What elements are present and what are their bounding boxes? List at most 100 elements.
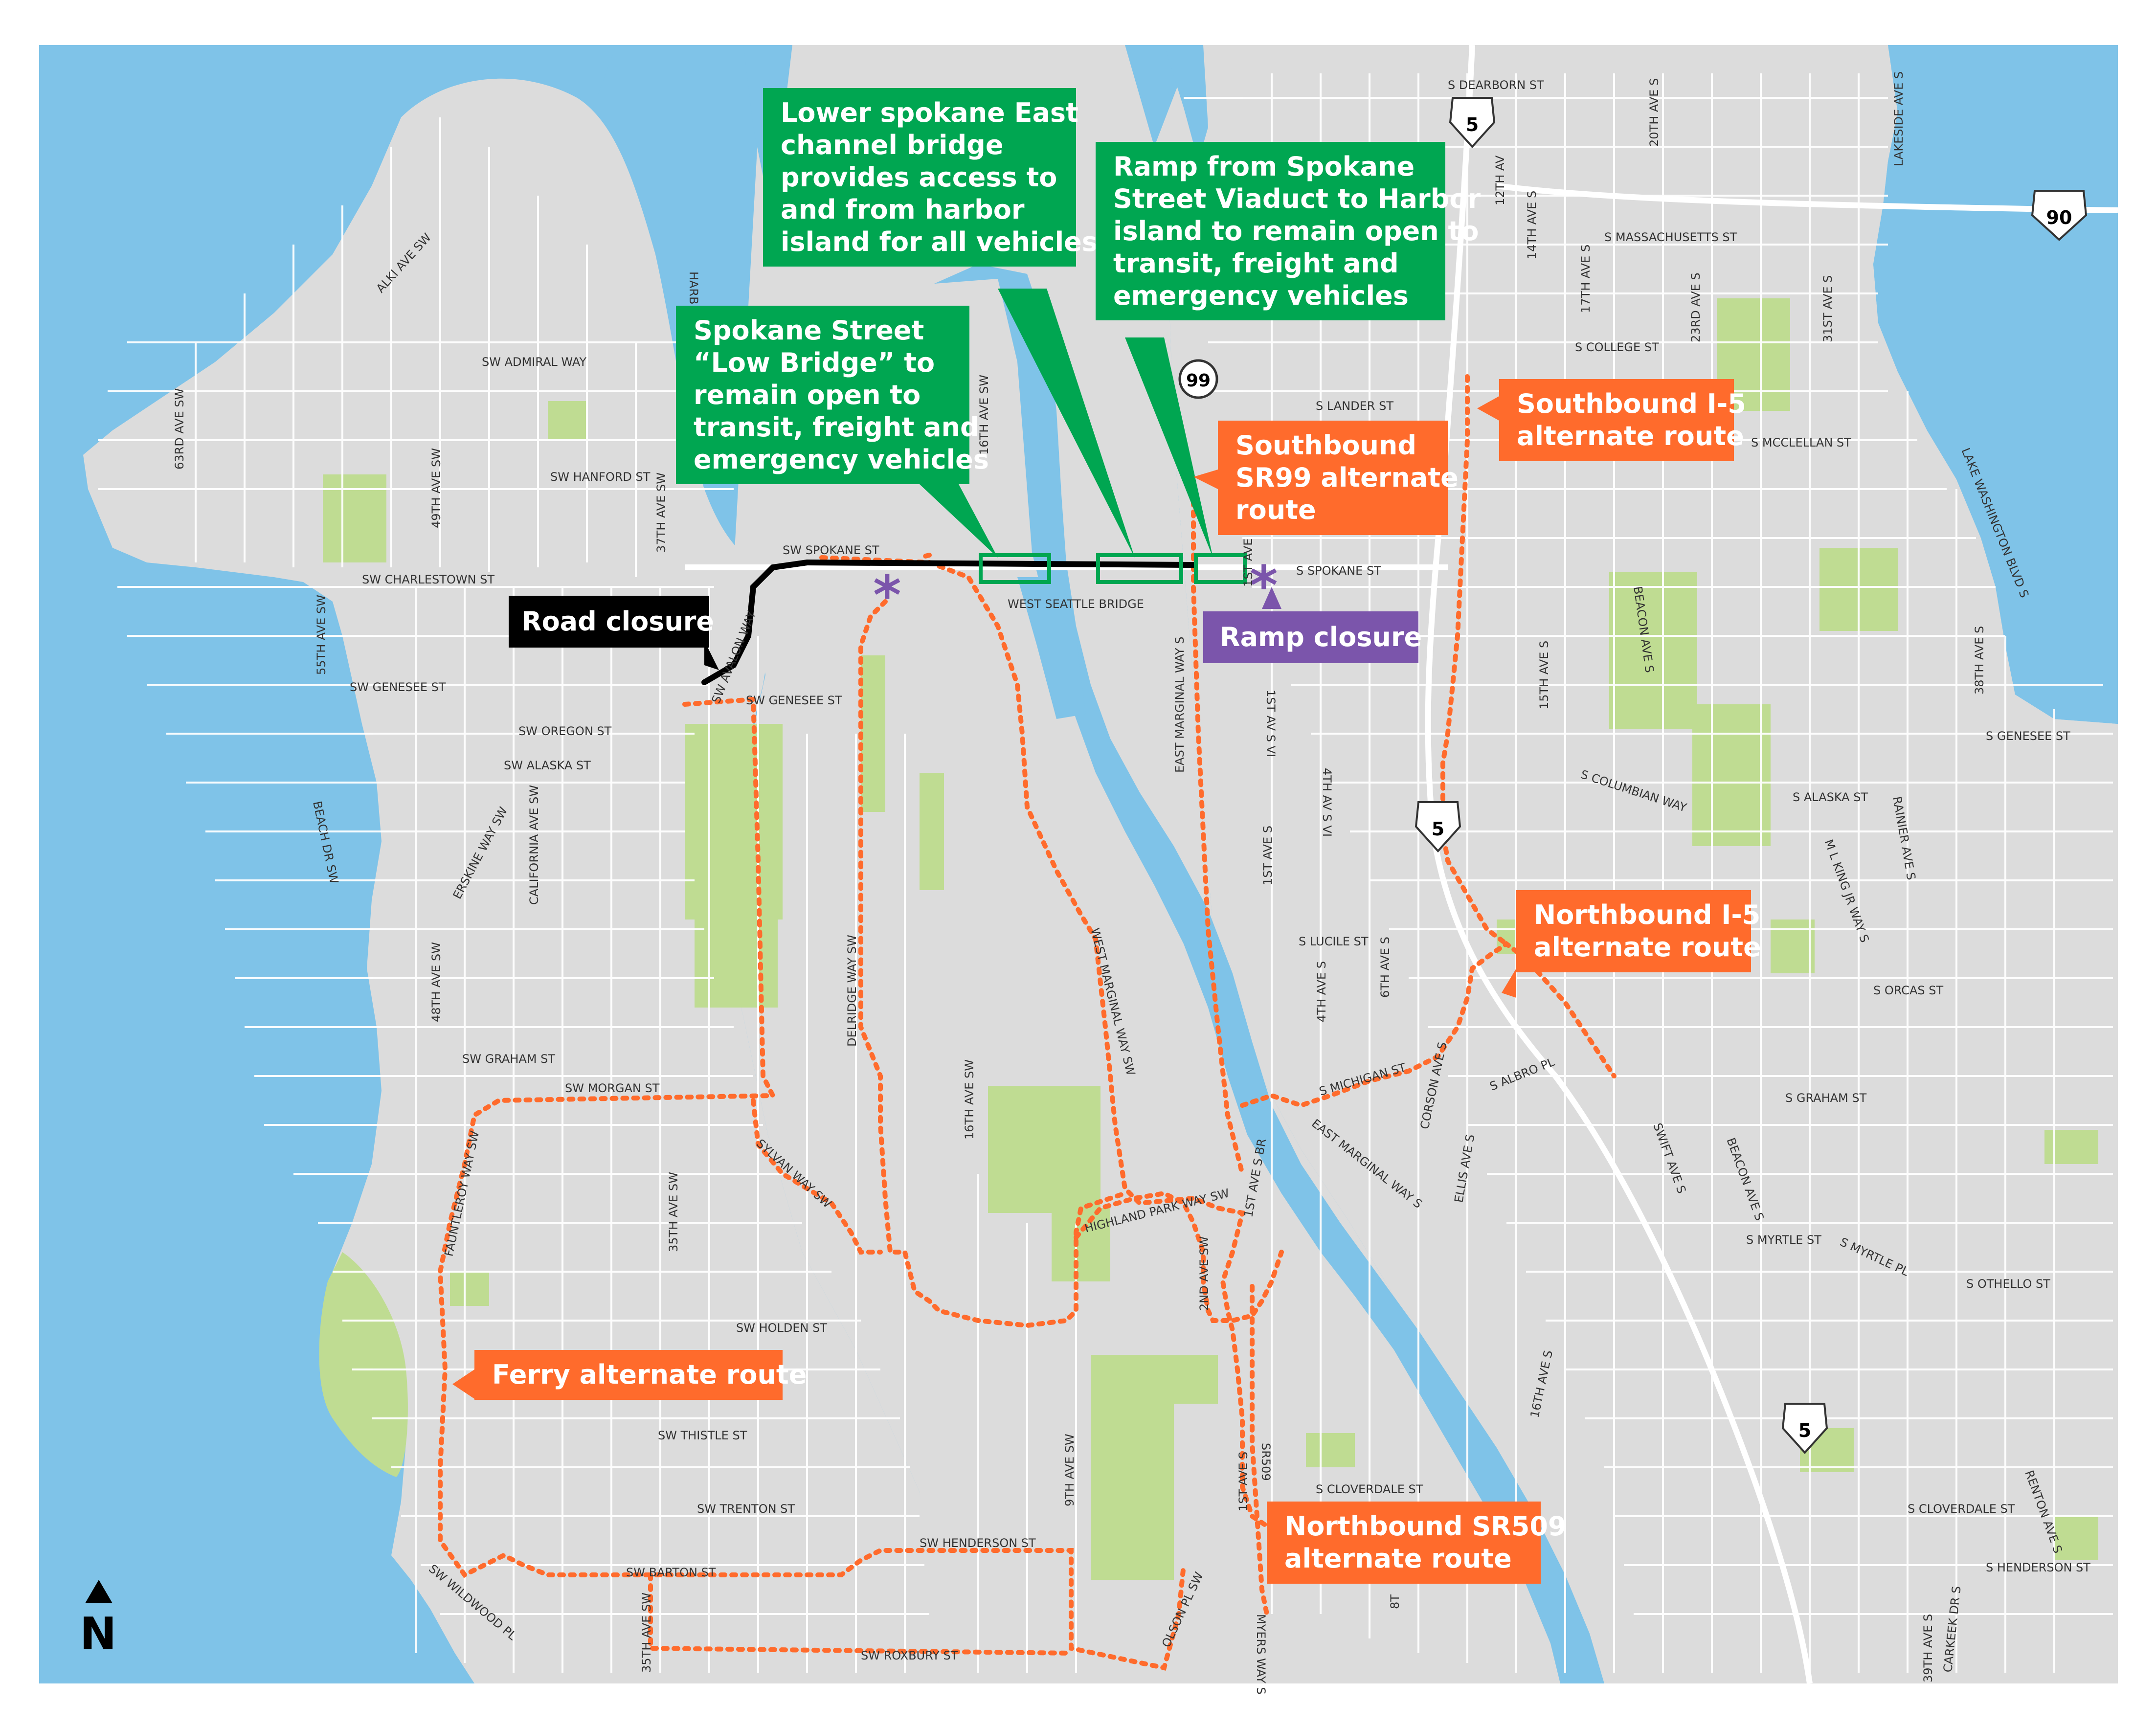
i5-shield-top-text: 5 [1466, 114, 1479, 135]
callout-line: alternate route [1534, 931, 1761, 963]
label-49th: 49TH AVE SW [429, 448, 443, 528]
callout-southbound-sr99: Southbound SR99 alternate route [1218, 421, 1459, 535]
sr99-shield: 99 [1178, 359, 1218, 399]
north-label: N [80, 1608, 117, 1660]
highway-shields: 5 5 5 90 99 [1178, 97, 2088, 1454]
label-48th: 48TH AVE SW [429, 942, 443, 1022]
nb-i5-pointer [1502, 968, 1516, 998]
i5-shield-mid: 5 [1415, 801, 1461, 852]
label-23rd: 23RD AVE S [1689, 272, 1703, 342]
label-college: S COLLEGE ST [1575, 340, 1659, 354]
callout-line: route [1235, 494, 1316, 525]
callout-pointers [452, 289, 1516, 1399]
callout-line: Ferry alternate route [492, 1359, 807, 1390]
label-west-seattle-bridge: WEST SEATTLE BRIDGE [1008, 597, 1144, 611]
label-12th: 12TH AV [1493, 155, 1507, 205]
label-35th-s: 35TH AVE SW [640, 1592, 653, 1673]
label-barton: SW BARTON ST [626, 1566, 716, 1579]
label-cloverdale-e: S CLOVERDALE ST [1908, 1502, 2015, 1516]
label-charlestown: SW CHARLESTOWN ST [362, 573, 494, 586]
label-1st-vi: 1ST AV S VI [1264, 690, 1278, 757]
label-sr509: SR509 [1259, 1443, 1273, 1481]
low-bridge-highlight [979, 553, 1051, 584]
label-oregon: SW OREGON ST [518, 724, 612, 738]
north-arrow-icon [85, 1580, 112, 1603]
label-roxbury: SW ROXBURY ST [861, 1649, 958, 1662]
label-harbor: HARB [687, 271, 700, 305]
callout-line: Spokane Street [694, 315, 924, 346]
label-37th: 37TH AVE SW [654, 472, 668, 553]
label-4th: 4TH AVE S [1315, 961, 1328, 1022]
sr99-pointer [1193, 470, 1218, 489]
label-graham-e: S GRAHAM ST [1785, 1091, 1867, 1105]
spokane-route-segment [917, 553, 932, 560]
callout-ramp-closure: Ramp closure [1203, 611, 1422, 663]
viaduct-ramp-highlight [1194, 553, 1247, 584]
callout-low-bridge: Spokane Street “Low Bridge” to remain op… [676, 306, 989, 485]
label-15th: 15TH AVE S [1537, 641, 1551, 709]
label-othello: S OTHELLO ST [1966, 1277, 2050, 1291]
callout-line: Ramp from Spokane [1113, 151, 1415, 182]
callout-line: Northbound I-5 [1534, 899, 1761, 930]
label-massachusetts: S MASSACHUSETTS ST [1604, 230, 1737, 244]
label-myrtle-st: S MYRTLE ST [1746, 1233, 1821, 1247]
bridge-highlights [979, 553, 1247, 584]
i5-shield-top: 5 [1449, 97, 1496, 148]
label-63rd: 63RD AVE SW [173, 388, 186, 470]
callout-line: Ramp closure [1220, 622, 1422, 652]
callout-line: transit, freight and [1113, 247, 1399, 279]
callout-line: “Low Bridge” to [694, 347, 935, 378]
southbound-i5-route-line [1440, 374, 1509, 946]
callout-line: remain open to [694, 379, 921, 410]
freeways [685, 45, 2118, 1684]
label-55th: 55TH AVE SW [314, 595, 328, 675]
i90-shield-text: 90 [2046, 207, 2072, 228]
delridge-west-line [858, 599, 1127, 1328]
delridge-closure-asterisk: * [873, 564, 901, 627]
callout-line: transit, freight and [694, 411, 979, 443]
label-16th-n: 16TH AVE SW [977, 375, 991, 455]
callout-line: emergency vehicles [1113, 280, 1409, 311]
label-california: CALIFORNIA AVE SW [527, 785, 541, 905]
east-channel-bridge-highlight [1096, 553, 1183, 584]
label-alaska-e: S ALASKA ST [1793, 790, 1868, 804]
ramp-closure-pointer [1262, 587, 1281, 609]
callout-line: Southbound [1235, 430, 1416, 461]
callout-line: alternate route [1517, 420, 1744, 451]
label-henderson-e: S HENDERSON ST [1986, 1561, 2090, 1574]
callout-northbound-i5: Northbound I-5 alternate route [1516, 890, 1761, 972]
delridge-route-line [819, 555, 1269, 1528]
label-6th: 6TH AVE S [1378, 937, 1392, 998]
callout-line: Lower spokane East [781, 97, 1078, 128]
callout-line: channel bridge [781, 129, 1004, 160]
callout-line: and from harbor [781, 194, 1025, 225]
ramp-closure-asterisk: * [1250, 554, 1278, 617]
label-trenton: SW TRENTON ST [697, 1502, 795, 1516]
label-1st-s2: 1ST AVE S [1241, 527, 1255, 587]
callout-line: island for all vehicles [781, 226, 1098, 257]
label-alaska-w: SW ALASKA ST [504, 759, 591, 772]
road-closure-line [701, 559, 1196, 685]
sb-i5-pointer [1477, 396, 1499, 421]
highland-park-line [1074, 1190, 1284, 1323]
lower-bridge-pointer [998, 289, 1135, 558]
ferry-pointer [452, 1369, 474, 1399]
sr509-alternate-route-line [1250, 1284, 1269, 1616]
callout-line: emergency vehicles [694, 444, 989, 475]
i90-shield: 90 [2031, 190, 2088, 241]
ferry-alternate-route-line [437, 696, 1186, 1671]
label-east-marginal-n: EAST MARGINAL WAY S [1173, 637, 1187, 773]
label-holden: SW HOLDEN ST [736, 1321, 827, 1335]
label-8th: 8T [1388, 1594, 1402, 1609]
label-17th: 17TH AVE S [1579, 245, 1593, 313]
label-38th: 38TH AVE S [1973, 626, 1986, 695]
northbound-i5-route-line [1240, 941, 1617, 1108]
label-henderson-w: SW HENDERSON ST [920, 1536, 1036, 1550]
parks [319, 298, 2098, 1580]
i5-shield-bottom-text: 5 [1798, 1420, 1811, 1441]
i5-shield-mid-text: 5 [1432, 818, 1444, 840]
low-bridge-pointer [920, 484, 998, 558]
callout-road-closure: Road closure [509, 596, 714, 648]
callout-viaduct-ramp: Ramp from Spokane Street Viaduct to Harb… [1096, 142, 1481, 321]
